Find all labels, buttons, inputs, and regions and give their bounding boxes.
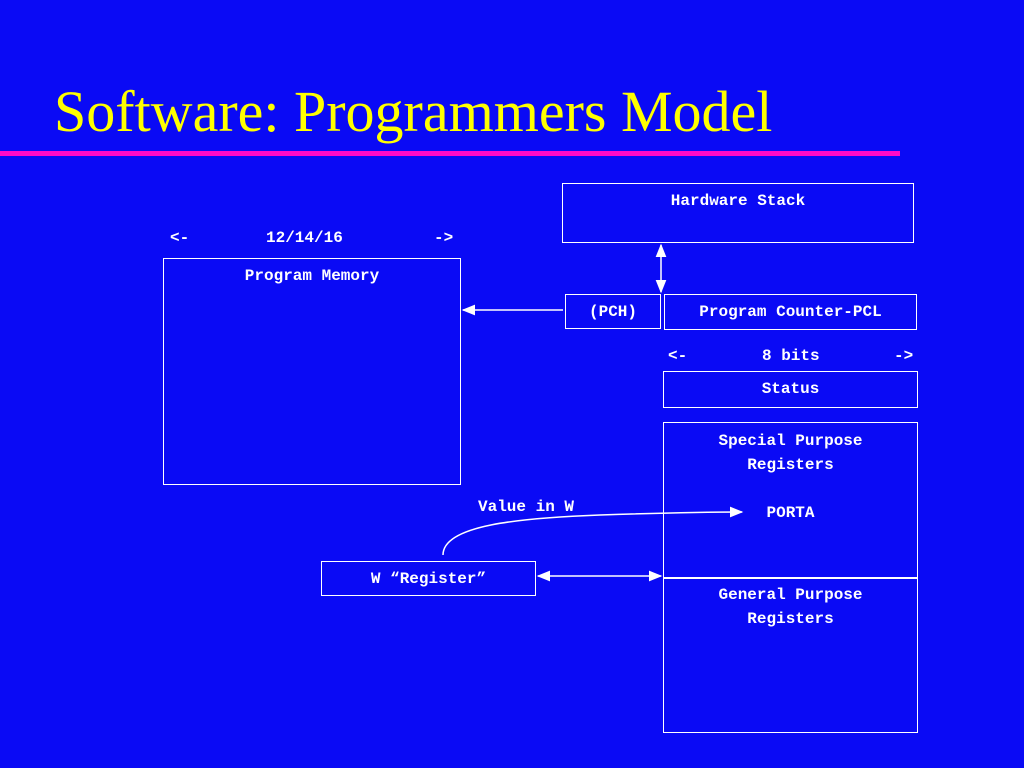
special-purpose-registers-box: Special Purpose Registers PORTA [663, 422, 918, 579]
register-width-value: 8 bits [762, 347, 820, 365]
program-counter-pcl-label: Program Counter-PCL [699, 303, 882, 321]
hardware-stack-label: Hardware Stack [670, 192, 806, 210]
special-purpose-registers-line1: Special Purpose [718, 432, 863, 450]
porta-label: PORTA [766, 504, 815, 522]
page-title: Software: Programmers Model [54, 79, 773, 144]
register-width-right-arrow: -> [894, 347, 914, 365]
pch-box: (PCH) [565, 294, 661, 329]
pch-label: (PCH) [588, 303, 637, 321]
special-purpose-registers-line2: Registers [747, 456, 834, 474]
w-register-box: W “Register” [321, 561, 536, 596]
hardware-stack-box: Hardware Stack [562, 183, 914, 243]
w-register-label: W “Register” [370, 570, 487, 588]
program-memory-width-left-arrow: <- [170, 229, 190, 247]
value-in-w-label: Value in W [478, 498, 575, 516]
general-purpose-registers-box: General Purpose Registers [663, 577, 918, 733]
general-purpose-registers-line1: General Purpose [718, 586, 863, 604]
general-purpose-registers-line2: Registers [747, 610, 834, 628]
title-underline [0, 151, 900, 156]
program-memory-label: Program Memory [244, 267, 380, 285]
program-memory-width-value: 12/14/16 [266, 229, 343, 247]
program-counter-pcl-box: Program Counter-PCL [664, 294, 917, 330]
program-memory-box: Program Memory [163, 258, 461, 485]
value-in-w-to-porta-arrow [442, 506, 744, 556]
status-register-box: Status [663, 371, 918, 408]
status-register-label: Status [761, 380, 820, 398]
register-width-left-arrow: <- [668, 347, 688, 365]
program-memory-width-right-arrow: -> [434, 229, 454, 247]
